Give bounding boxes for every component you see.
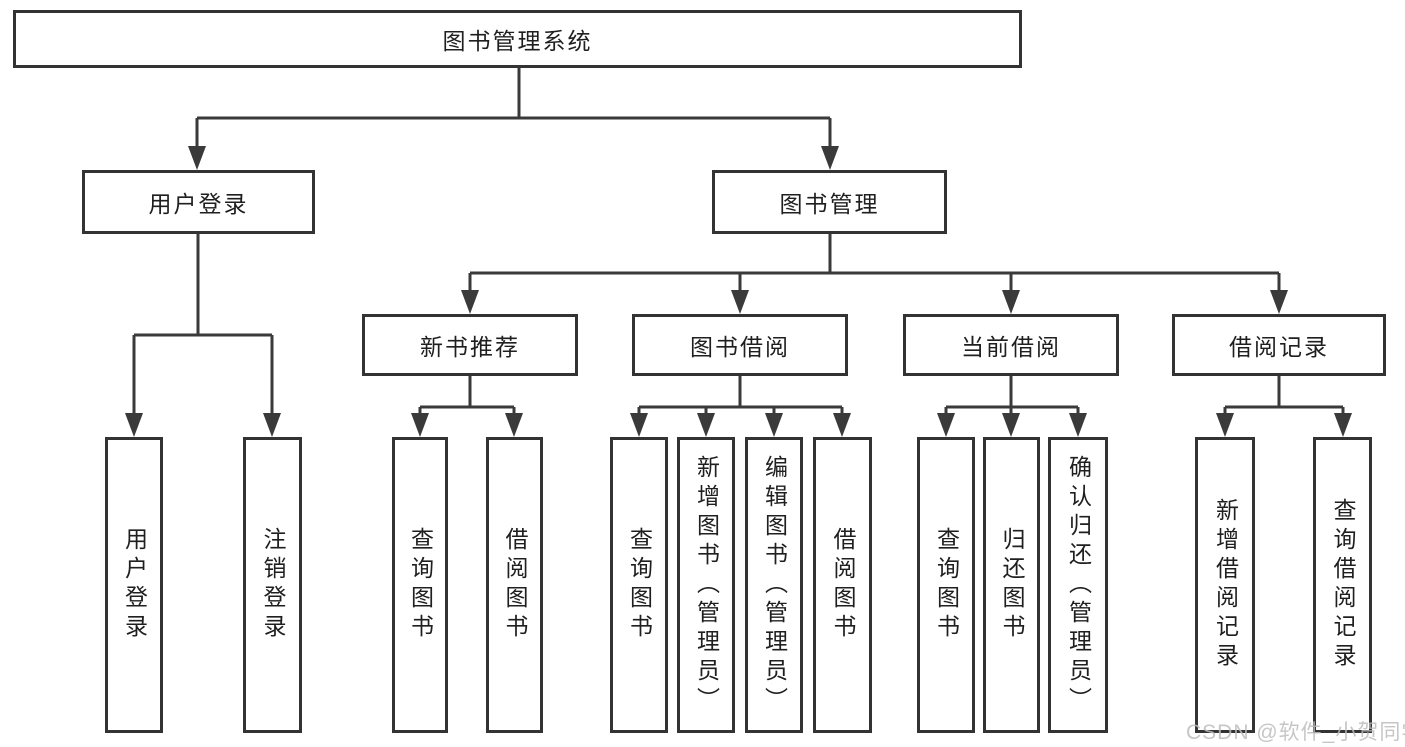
leaf-query-book-borrowing: 查询图书 (610, 437, 668, 733)
arrowhead (1270, 290, 1288, 314)
node-label: 图书管理系统 (442, 28, 593, 54)
arrowhead (125, 413, 143, 437)
node-label: 新书推荐 (420, 334, 520, 360)
arrowhead (1216, 413, 1234, 437)
leaf-confirm-return-admin: 确认归还（管理员） (1048, 437, 1108, 733)
leaf-edit-book-admin: 编辑图书（管理员） (745, 437, 803, 733)
arrowhead (411, 413, 429, 437)
connector-book-borrowing (637, 376, 844, 414)
leaf-borrow-book: 借阅图书 (813, 437, 872, 733)
node-label: 用户登录 (148, 191, 249, 217)
connector-book-management (468, 234, 1281, 291)
leaf-borrow-book-recommend: 借阅图书 (486, 437, 543, 733)
leaf-query-book-current: 查询图书 (917, 437, 975, 733)
node-label: 借阅图书 (830, 527, 856, 643)
connector-user-login (132, 234, 274, 413)
node-label: 新增借阅记录 (1212, 498, 1239, 672)
arrowhead (630, 413, 648, 437)
node-label: 确认归还（管理员） (1065, 454, 1092, 716)
arrowhead (937, 413, 955, 437)
connector-current-borrowing (944, 376, 1080, 414)
leaf-user-login: 用户登录 (105, 437, 163, 733)
node-new-book-recommend: 新书推荐 (362, 314, 578, 376)
node-label: 注销登录 (260, 527, 286, 643)
node-label: 编辑图书（管理员） (761, 454, 788, 716)
leaf-add-borrow-record: 新增借阅记录 (1195, 437, 1255, 733)
node-label: 图书借阅 (690, 334, 790, 360)
arrowhead (461, 290, 479, 314)
arrowhead (697, 413, 715, 437)
node-label: 借阅记录 (1229, 334, 1329, 360)
connector-root-to-level2 (195, 68, 832, 148)
node-label: 用户登录 (121, 527, 148, 643)
node-book-management: 图书管理 (712, 170, 947, 234)
node-book-borrowing: 图书借阅 (632, 314, 848, 376)
node-label: 查询图书 (407, 527, 434, 643)
arrowhead (188, 146, 206, 170)
node-label: 图书管理 (779, 191, 880, 217)
arrowhead (833, 413, 851, 437)
node-label: 新增图书（管理员） (693, 454, 720, 716)
leaf-logout: 注销登录 (243, 437, 302, 733)
node-label: 归还图书 (999, 527, 1025, 643)
arrowhead (731, 290, 749, 314)
node-label: 借阅图书 (502, 527, 528, 643)
leaf-add-book-admin: 新增图书（管理员） (677, 437, 735, 733)
node-borrowing-records: 借阅记录 (1172, 314, 1386, 376)
arrowhead (263, 413, 281, 437)
node-user-login: 用户登录 (82, 170, 315, 234)
arrowhead (1002, 413, 1020, 437)
connector-borrowing-records (1223, 376, 1345, 414)
node-label: 查询图书 (626, 527, 653, 643)
node-label: 当前借阅 (961, 334, 1061, 360)
arrowhead (1002, 290, 1020, 314)
arrowhead (1334, 413, 1352, 437)
arrowhead (505, 413, 523, 437)
leaf-return-book: 归还图书 (983, 437, 1040, 733)
node-current-borrowing: 当前借阅 (903, 314, 1119, 376)
arrowhead (1069, 413, 1087, 437)
leaf-query-book-recommend: 查询图书 (392, 437, 448, 733)
node-label: 查询借阅记录 (1330, 498, 1356, 672)
arrowhead (765, 413, 783, 437)
csdn-watermark: CSDN @软件_小贺同学 (1186, 721, 1405, 744)
leaf-query-borrow-record: 查询借阅记录 (1313, 437, 1372, 733)
arrowhead (821, 146, 839, 170)
node-label: 查询图书 (933, 527, 960, 643)
connector-new-book-recommend (418, 376, 516, 414)
node-library-management-system: 图书管理系统 (13, 10, 1022, 68)
